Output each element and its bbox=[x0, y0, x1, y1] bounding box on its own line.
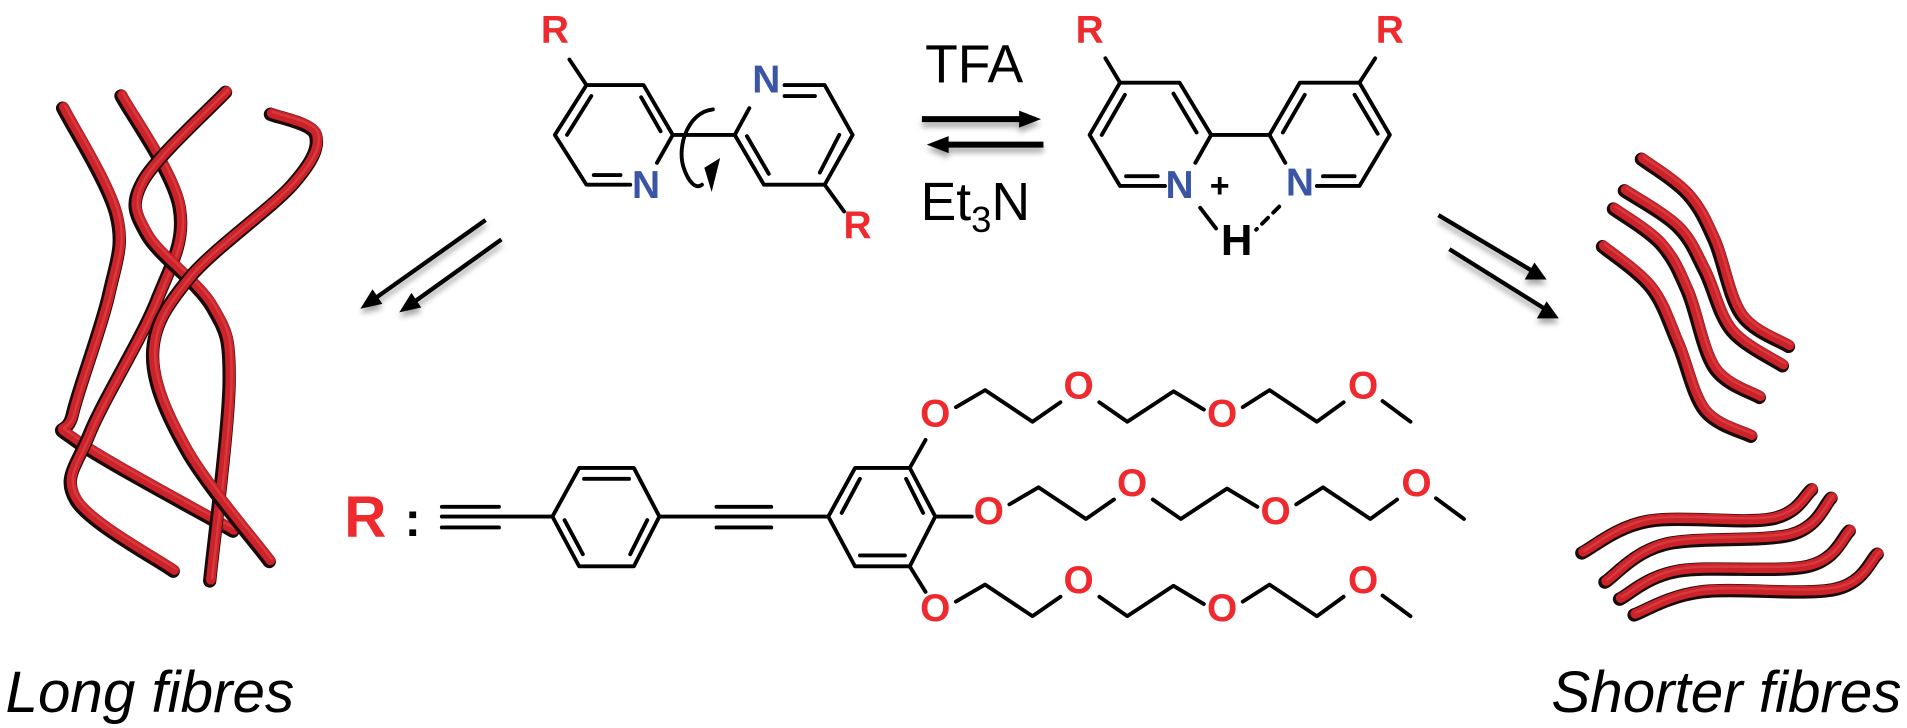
oxygen-atom: O bbox=[1207, 587, 1237, 630]
chain-bond bbox=[1240, 388, 1346, 424]
chain-bond bbox=[1097, 583, 1206, 619]
oxygen-atom: O bbox=[1117, 462, 1147, 505]
bipyridine-bonds bbox=[1087, 56, 1392, 232]
fibre bbox=[1598, 491, 1838, 589]
chain-bond bbox=[1150, 486, 1260, 521]
reverse-reagent-prefix: Et bbox=[921, 173, 972, 232]
fibre bbox=[1606, 202, 1766, 405]
chain-bond bbox=[1007, 485, 1116, 521]
fibre bbox=[1575, 483, 1819, 560]
oxygen-atom: O bbox=[1348, 365, 1378, 408]
long-fibres-illustration bbox=[54, 85, 324, 588]
chain-bond bbox=[953, 388, 1063, 424]
chain-bond bbox=[953, 582, 1063, 619]
equilibrium-arrows bbox=[921, 110, 1044, 154]
oxygen-atom: O bbox=[974, 490, 1004, 533]
forward-reagent-label: TFA bbox=[925, 36, 1023, 95]
oxygen-atom: O bbox=[1064, 559, 1094, 602]
protonated-nitrogen-atom: N bbox=[1166, 164, 1194, 207]
reverse-reagent-label: Et3N bbox=[921, 173, 1030, 240]
bridging-hydrogen: H bbox=[1221, 216, 1253, 265]
shorter-fibres-illustration bbox=[1575, 152, 1884, 622]
oxygen-atom: O bbox=[920, 587, 950, 630]
chain-bond bbox=[1380, 593, 1413, 619]
chain-bond bbox=[1097, 389, 1206, 424]
fibre bbox=[1627, 547, 1884, 622]
fibre bbox=[54, 101, 240, 538]
long-fibres-label: Long fibres bbox=[6, 660, 295, 725]
rotation-arrow-icon bbox=[679, 107, 721, 193]
neutral-bipyridine: R R N N bbox=[541, 9, 872, 248]
nitrogen-atom: N bbox=[632, 164, 660, 207]
positive-charge: + bbox=[1210, 167, 1230, 205]
r-group-structure: R : O O O O O O O O O O O O bbox=[344, 365, 1466, 630]
reverse-reagent-subscript: 3 bbox=[971, 199, 991, 240]
substituent-r-right: R bbox=[1376, 9, 1404, 52]
oxygen-atom: O bbox=[1401, 462, 1431, 505]
substituent-r-bottom: R bbox=[843, 204, 871, 247]
r-group-label: R bbox=[344, 485, 386, 550]
chain-bond bbox=[1240, 582, 1346, 619]
chain-bond bbox=[1434, 496, 1466, 521]
substituent-r-top: R bbox=[541, 9, 569, 52]
oxygen-atom: O bbox=[1207, 393, 1237, 436]
oxygen-atom: O bbox=[920, 393, 950, 436]
nitrogen-atom: N bbox=[1286, 162, 1314, 205]
fibre bbox=[1634, 152, 1796, 354]
fibre bbox=[63, 89, 188, 578]
oxygen-atom: O bbox=[1064, 365, 1094, 408]
r-group-bonds bbox=[439, 438, 974, 594]
protonated-bipyridine: R R N N + H bbox=[1076, 9, 1404, 266]
oxygen-atom: O bbox=[1348, 559, 1378, 602]
substituent-r-left: R bbox=[1076, 9, 1104, 52]
bipyridine-bonds bbox=[552, 57, 855, 214]
arrow-to-shorter-fibres-icon bbox=[1437, 213, 1559, 319]
fibre bbox=[1612, 524, 1856, 606]
chain-bond bbox=[1294, 485, 1400, 521]
oxygen-atom: O bbox=[1260, 490, 1290, 533]
triethylene-glycol-chains: O O O O O O O O O O O O bbox=[920, 365, 1466, 630]
shorter-fibres-label: Shorter fibres bbox=[1551, 660, 1901, 725]
nitrogen-atom: N bbox=[752, 58, 780, 101]
fibre bbox=[1617, 184, 1790, 373]
chain-bond bbox=[1380, 399, 1413, 424]
arrow-to-long-fibres-icon bbox=[360, 218, 503, 313]
fibre bbox=[1595, 240, 1758, 443]
reverse-reagent-suffix: N bbox=[991, 173, 1030, 232]
r-group-separator: : bbox=[405, 493, 421, 547]
fibre bbox=[145, 107, 324, 569]
